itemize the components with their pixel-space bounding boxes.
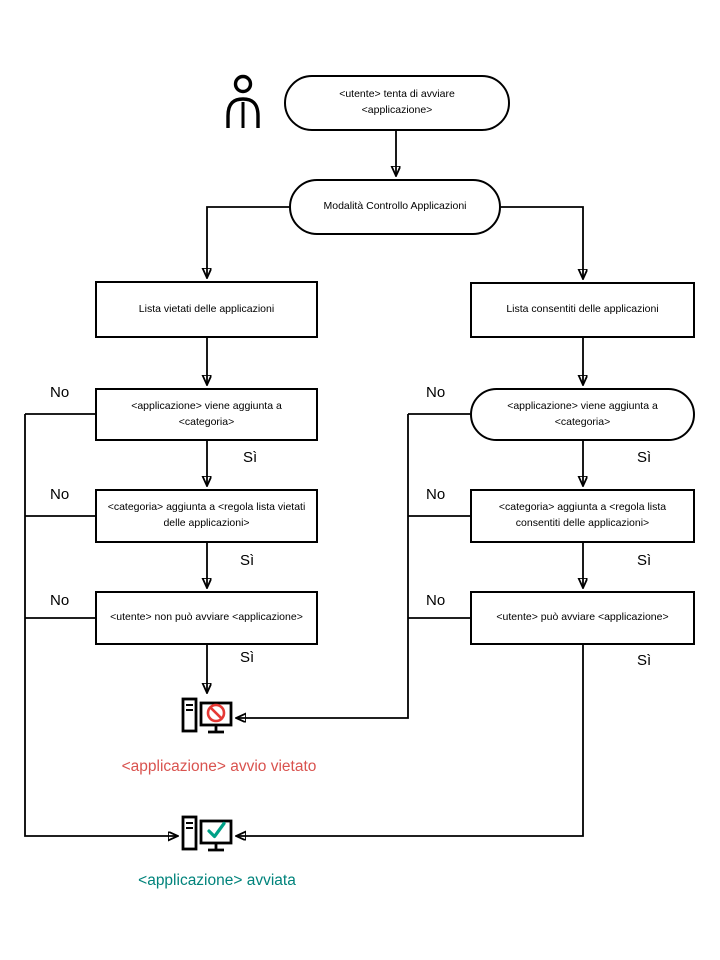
node-start: <utente> tenta di avviare <applicazione>: [284, 75, 510, 131]
result-started-text: <applicazione> avviata: [138, 872, 296, 889]
node-application-control-mode: Modalità Controllo Applicazioni: [289, 179, 501, 235]
arrow-mode-to-allowlist: [501, 206, 583, 278]
label-no-deny-user: No: [50, 592, 70, 609]
label-no-allow-user: No: [426, 592, 446, 609]
node-deny-rule-label: <categoria> aggiunta a <regola lista vie…: [107, 501, 306, 529]
node-allowlist-label: Lista consentiti delle applicazioni: [506, 303, 659, 316]
label-no-allow-rule: No: [426, 486, 446, 503]
node-allow-category: <applicazione> viene aggiunta a <categor…: [470, 388, 695, 441]
node-allow-user-label: <utente> può avviare <applicazione>: [496, 611, 669, 624]
node-start-label: <utente> tenta di avviare <applicazione>: [339, 88, 455, 116]
node-allow-rule: <categoria> aggiunta a <regola lista con…: [470, 489, 695, 543]
label-yes-deny-rule: Sì: [240, 552, 255, 569]
node-allow-rule-label: <categoria> aggiunta a <regola lista con…: [498, 501, 667, 529]
node-deny-category-label: <applicazione> viene aggiunta a <categor…: [131, 399, 282, 428]
label-yes-deny-category: Sì: [243, 449, 258, 466]
label-no-allow-category: No: [426, 384, 446, 401]
node-deny-user-label: <utente> non può avviare <applicazione>: [110, 611, 303, 624]
node-deny-user: <utente> non può avviare <applicazione>: [95, 591, 318, 645]
node-allow-user: <utente> può avviare <applicazione>: [470, 591, 695, 645]
arrow-allow-user-to-started-icon: [237, 645, 584, 836]
node-allowlist: Lista consentiti delle applicazioni: [470, 282, 695, 338]
node-denylist: Lista vietati delle applicazioni: [95, 281, 318, 338]
label-yes-allow-user: Sì: [637, 652, 652, 669]
label-yes-deny-user: Sì: [240, 649, 255, 666]
user-icon: [224, 74, 262, 130]
label-yes-allow-rule: Sì: [637, 552, 652, 569]
node-denylist-label: Lista vietati delle applicazioni: [138, 302, 275, 315]
no-branch-stubs: [25, 413, 470, 619]
result-blocked-text: <applicazione> avvio vietato: [121, 758, 317, 775]
node-deny-category: <applicazione> viene aggiunta a <categor…: [95, 388, 318, 441]
node-mode-label: Modalità Controllo Applicazioni: [323, 200, 467, 213]
arrow-mode-to-denylist: [207, 206, 289, 277]
arrow-deny-no-trunk-to-started-icon: [24, 414, 177, 836]
node-allow-category-label: <applicazione> viene aggiunta a <categor…: [507, 399, 658, 428]
label-yes-allow-category: Sì: [637, 449, 652, 466]
label-no-deny-rule: No: [50, 486, 70, 503]
node-deny-rule: <categoria> aggiunta a <regola lista vie…: [95, 489, 318, 543]
computer-started-icon: [181, 814, 233, 858]
label-no-deny-category: No: [50, 384, 70, 401]
arrow-allow-no-trunk-to-blocked-icon: [237, 414, 409, 718]
computer-blocked-icon: [181, 696, 233, 740]
